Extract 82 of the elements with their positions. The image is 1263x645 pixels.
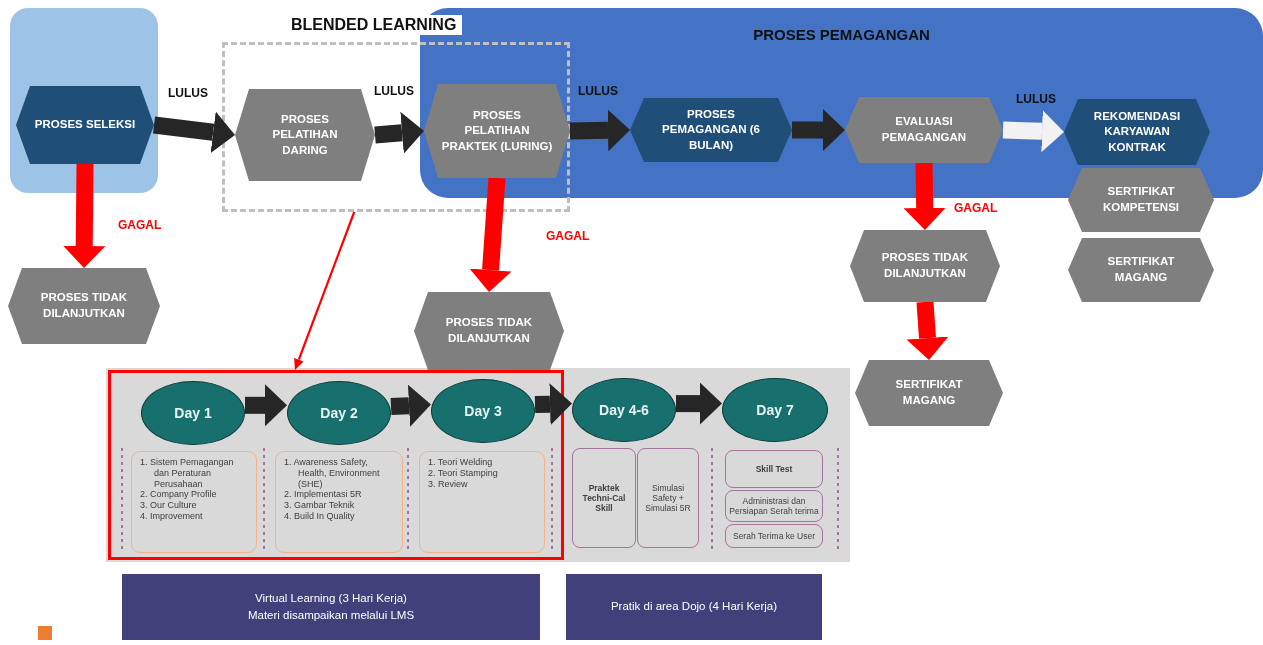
- schedule-panel: [106, 368, 850, 562]
- block-arrow: [569, 109, 630, 152]
- process-hexagon: [16, 86, 154, 164]
- highlight-frame: [108, 370, 564, 560]
- process-hexagon: [630, 98, 792, 162]
- activity-card: [725, 524, 823, 548]
- block-arrow: [792, 109, 845, 151]
- topic-card: [131, 451, 257, 553]
- edge-label: GAGAL: [118, 218, 162, 232]
- step-label: SERTIFIKAT KOMPETENSI: [1101, 184, 1180, 215]
- list-item: 4. Build In Quality: [284, 511, 356, 522]
- edge-label: GAGAL: [954, 201, 998, 215]
- block-arrow: [374, 111, 424, 154]
- activity-label: Serah Terima ke User: [732, 530, 815, 542]
- step-label: SERTIFIKAT MAGANG: [1106, 254, 1176, 285]
- list-item: 1. Awareness Safety, Health, Environment (SHE): [284, 457, 381, 490]
- step-label: PROSES TIDAK DILANJUTKAN: [444, 315, 534, 346]
- block-arrow: [1002, 110, 1064, 153]
- list-item: 2. Implementasi 5R: [284, 489, 363, 501]
- block-arrow: [245, 384, 287, 427]
- edge-label: GAGAL: [546, 229, 590, 243]
- mode-banner: [566, 574, 822, 640]
- block-arrow: [63, 163, 106, 268]
- pointer-arrow: [294, 211, 356, 370]
- process-hexagon: [414, 292, 564, 370]
- list-item: 1. Teori Welding: [428, 457, 494, 468]
- step-label: PROSES PELATIHAN PRAKTEK (LURING): [440, 107, 554, 154]
- step-label: PROSES PELATIHAN DARING: [271, 111, 339, 158]
- list-item: 2. Company Profile: [140, 489, 218, 501]
- mode-banner: [122, 574, 540, 640]
- list-item: 1. Sistem Pemagangan dan Peraturan Perusahaan: [140, 457, 235, 490]
- day-label: Day 7: [756, 402, 794, 418]
- process-hexagon: [1068, 168, 1214, 232]
- activity-label: Administrasi dan Persiapan Serah terima: [728, 495, 820, 517]
- banner-text: Materi disampaikan melalui LMS: [247, 608, 415, 623]
- process-hexagon: [855, 360, 1003, 426]
- list-item: 3. Gambar Teknik: [284, 500, 356, 511]
- list-item: 2. Teori Stamping: [428, 467, 499, 479]
- edge-label: LULUS: [374, 84, 414, 98]
- block-arrow: [903, 162, 946, 230]
- edge-label: LULUS: [578, 84, 618, 98]
- step-label: SERTIFIKAT MAGANG: [894, 377, 964, 408]
- process-hexagon: [850, 230, 1000, 302]
- process-hexagon: [8, 268, 160, 344]
- step-label: PROSES TIDAK DILANJUTKAN: [880, 250, 970, 281]
- banner-text: Pratik di area Dojo (4 Hari Kerja): [610, 599, 778, 615]
- day-label: Day 2: [320, 405, 358, 421]
- day-label: Day 3: [464, 403, 502, 419]
- block-arrow: [152, 111, 235, 154]
- step-label: PROSES PEMAGANGAN (6 BULAN): [661, 106, 761, 153]
- list-item: 3. Our Culture: [140, 500, 198, 511]
- topic-card: [275, 451, 403, 553]
- process-hexagon: [845, 97, 1003, 163]
- day-label: Day 1: [174, 405, 212, 421]
- group-heading: PROSES PEMAGANGAN: [752, 26, 931, 43]
- list-item: 3. Review: [428, 478, 469, 490]
- day-label: Day 4-6: [599, 402, 649, 418]
- edge-label: LULUS: [1016, 92, 1056, 106]
- block-arrow: [469, 177, 512, 292]
- activity-label: Skill Test: [755, 463, 793, 475]
- step-label: EVALUASI PEMAGANGAN: [880, 114, 968, 145]
- step-label: REKOMENDASI KARYAWAN KONTRAK: [1092, 108, 1182, 155]
- activity-label: Praktek Techni-Cal Skill: [581, 482, 627, 514]
- topic-card: [419, 451, 545, 553]
- step-label: PROSES SELEKSI: [33, 117, 137, 133]
- activity-label: Simulasi Safety + Simulasi 5R: [644, 482, 692, 514]
- block-arrow: [390, 384, 431, 427]
- block-arrow: [906, 301, 949, 360]
- step-label: PROSES TIDAK DILANJUTKAN: [39, 290, 129, 321]
- block-arrow: [534, 383, 572, 426]
- list-item: 4. Improvement: [140, 511, 204, 522]
- activity-card: [637, 448, 699, 548]
- process-hexagon: [1064, 99, 1210, 165]
- activity-card: [572, 448, 636, 548]
- process-hexagon: [235, 89, 375, 181]
- block-arrow: [676, 382, 722, 425]
- edge-label: LULUS: [168, 86, 208, 100]
- activity-card: [725, 450, 823, 488]
- panel-background: [10, 8, 158, 193]
- process-hexagon: [424, 84, 570, 178]
- banner-text: Virtual Learning (3 Hari Kerja): [255, 590, 407, 606]
- process-hexagon: [1068, 238, 1214, 302]
